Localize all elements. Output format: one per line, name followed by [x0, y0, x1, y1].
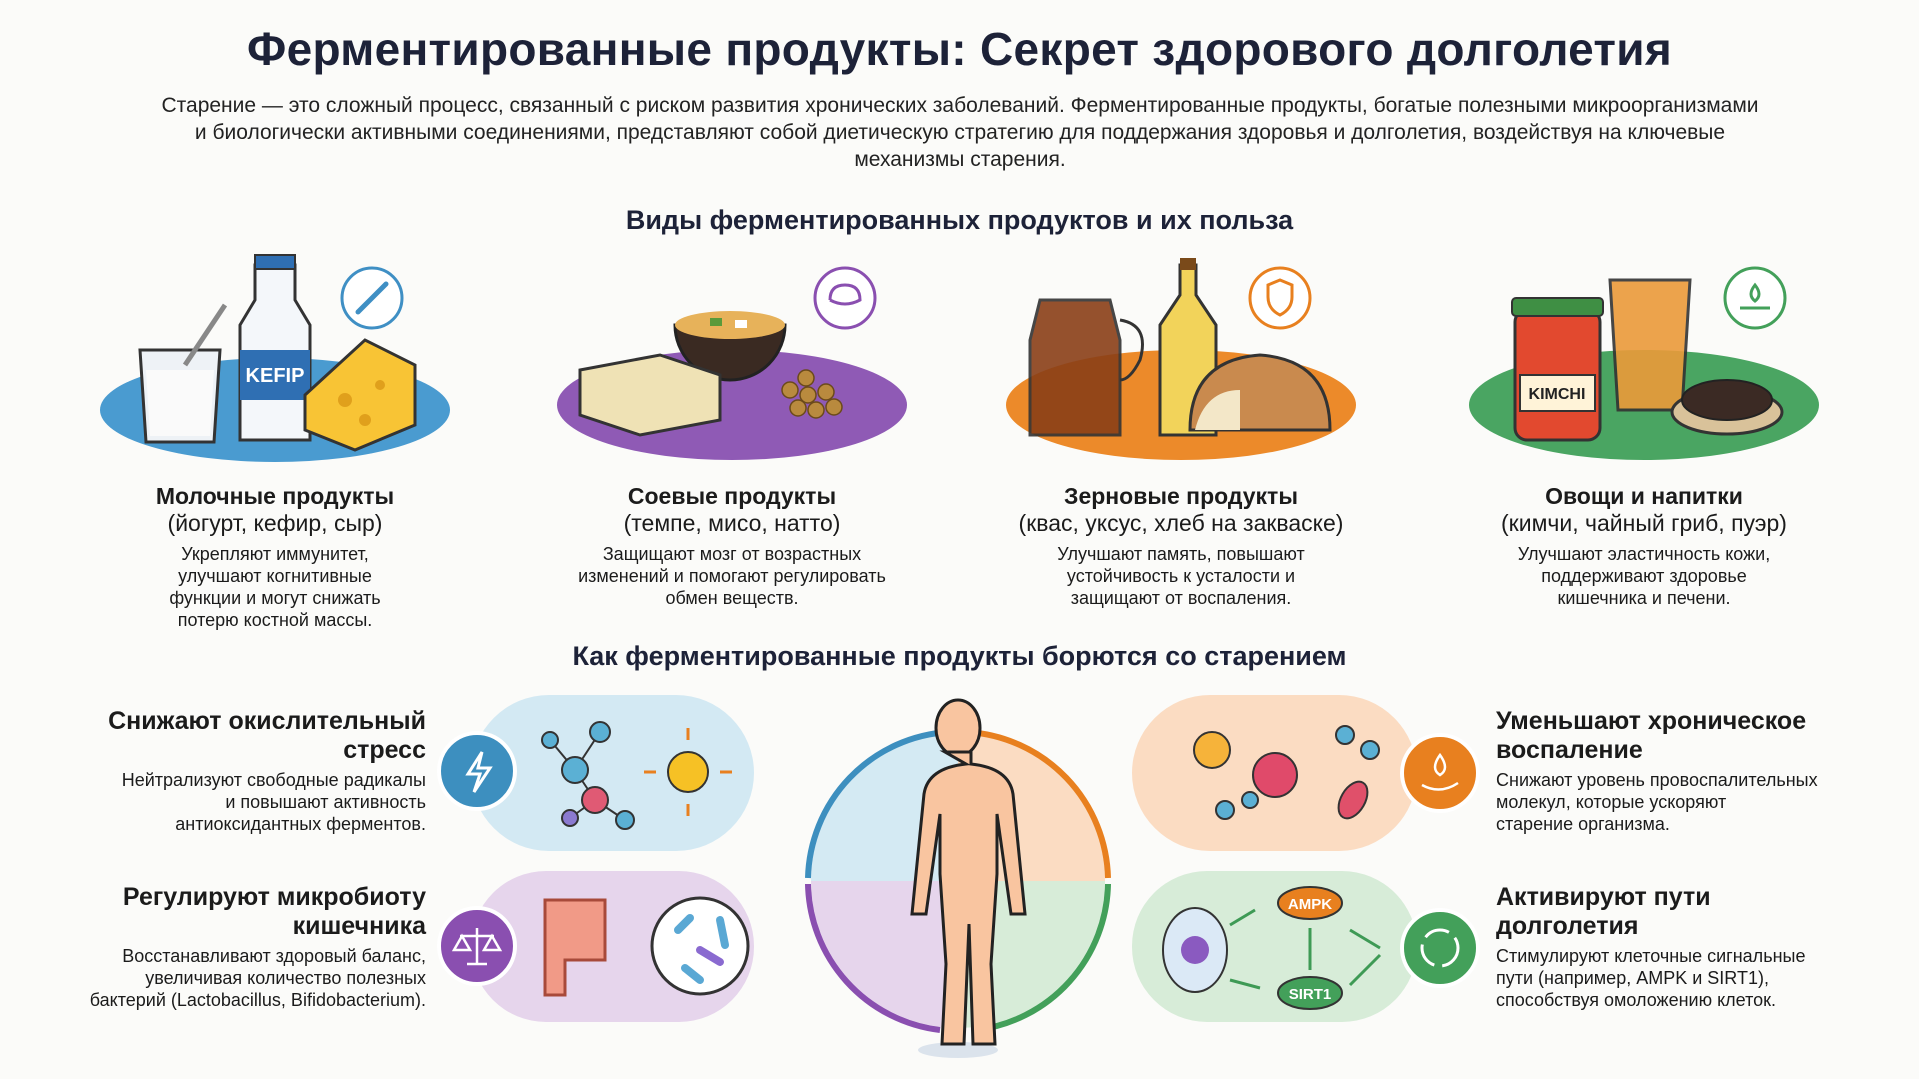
card-title: Соевые продукты: [627, 483, 837, 509]
card-subtitle: (темпе, мисо, натто): [623, 510, 841, 536]
types-heading: Виды ферментированных продуктов и их пол…: [625, 205, 1294, 235]
mechanism-title: кишечника: [292, 912, 426, 940]
soy-illustration: [557, 266, 907, 460]
mechanism-description: и повышают активность: [225, 792, 426, 812]
brain-icon: [813, 266, 877, 330]
mechanism-description: молекул, которые ускоряют: [1496, 792, 1727, 812]
dairy-illustration: KEFIP: [100, 254, 450, 462]
sirt1-label: SIRT1: [1289, 986, 1332, 1003]
card-soy: Соевые продукты (темпе, мисо, натто) Защ…: [522, 483, 942, 609]
ampk-label: AMPK: [1288, 896, 1332, 913]
mechanism-title: Уменьшают хроническое: [1496, 707, 1807, 735]
intro-text: Старение — это сложный процесс, связанны…: [161, 94, 1759, 171]
mechanism-description: способствуя омоложению клеток.: [1496, 990, 1777, 1010]
vegetable-illustration: KIMCHI: [1469, 266, 1819, 460]
mechanism-title: долголетия: [1496, 912, 1639, 940]
card-vegetables: Овощи и напитки (кимчи, чайный гриб, пуэ…: [1434, 483, 1854, 609]
mechanism-title: Снижают окислительный: [108, 707, 426, 735]
card-title: Молочные продукты: [155, 483, 395, 509]
mechanism-description: Нейтрализуют свободные радикалы: [121, 770, 426, 790]
intestine-illustration: [543, 898, 607, 997]
kimchi-label: KIMCHI: [1529, 386, 1586, 403]
lightning-icon: [437, 731, 517, 811]
card-grain: Зерновые продукты (квас, уксус, хлеб на …: [971, 483, 1391, 609]
mechanism-description: Снижают уровень провоспалительных: [1496, 770, 1818, 790]
molecule-illustration: [541, 721, 709, 830]
mechanism-description: бактерий (Lactobacillus, Bifidobacterium…: [89, 990, 426, 1010]
card-title: Овощи и напитки: [1545, 483, 1743, 509]
skin-drop-icon: [1723, 266, 1787, 330]
mechanism-title: стресс: [343, 736, 426, 764]
mechanism-description: пути (например, AMPK и SIRT1),: [1496, 968, 1769, 988]
card-subtitle: (кимчи, чайный гриб, пуэр): [1501, 510, 1787, 536]
mechanism-description: Стимулируют клеточные сигнальные: [1496, 946, 1806, 966]
shield-icon: [1248, 266, 1312, 330]
page-title: Ферментированные продукты: Секрет здоров…: [247, 23, 1672, 75]
mechanism-title: воспаление: [1496, 736, 1643, 764]
drop-hand-icon: [1400, 733, 1480, 813]
kefir-label: KEFIP: [246, 365, 305, 387]
card-description: Улучшают память, повышают устойчивость к…: [1057, 544, 1305, 608]
oxidative-stress-panel: [471, 695, 754, 851]
body-circle: [805, 698, 1111, 1058]
card-dairy: Молочные продукты (йогурт, кефир, сыр) У…: [65, 483, 485, 631]
mechanism-description: Восстанавливают здоровый баланс,: [122, 946, 426, 966]
mechanism-description: антиоксидантных ферментов.: [175, 814, 426, 834]
mechanism-description: старение организма.: [1496, 814, 1670, 834]
card-subtitle: (йогурт, кефир, сыр): [167, 510, 383, 536]
renew-cycle-icon: [1400, 908, 1480, 988]
mechanism-title: Активируют пути: [1496, 883, 1711, 911]
mechanism-description: увеличивая количество полезных: [145, 968, 426, 988]
card-subtitle: (квас, уксус, хлеб на закваске): [1018, 510, 1344, 536]
mechanisms-heading: Как ферментированные продукты борются со…: [572, 641, 1347, 671]
card-title: Зерновые продукты: [1064, 483, 1298, 509]
human-figure: [910, 698, 1027, 1046]
mechanism-title: Регулируют микробиоту: [122, 883, 426, 911]
grain-illustration: [1006, 258, 1356, 460]
card-description: Улучшают эластичность кожи, поддерживают…: [1517, 544, 1771, 608]
card-description: Укрепляют иммунитет, улучшают когнитивны…: [169, 544, 381, 630]
card-description: Защищают мозг от возрастных изменений и …: [578, 544, 886, 608]
